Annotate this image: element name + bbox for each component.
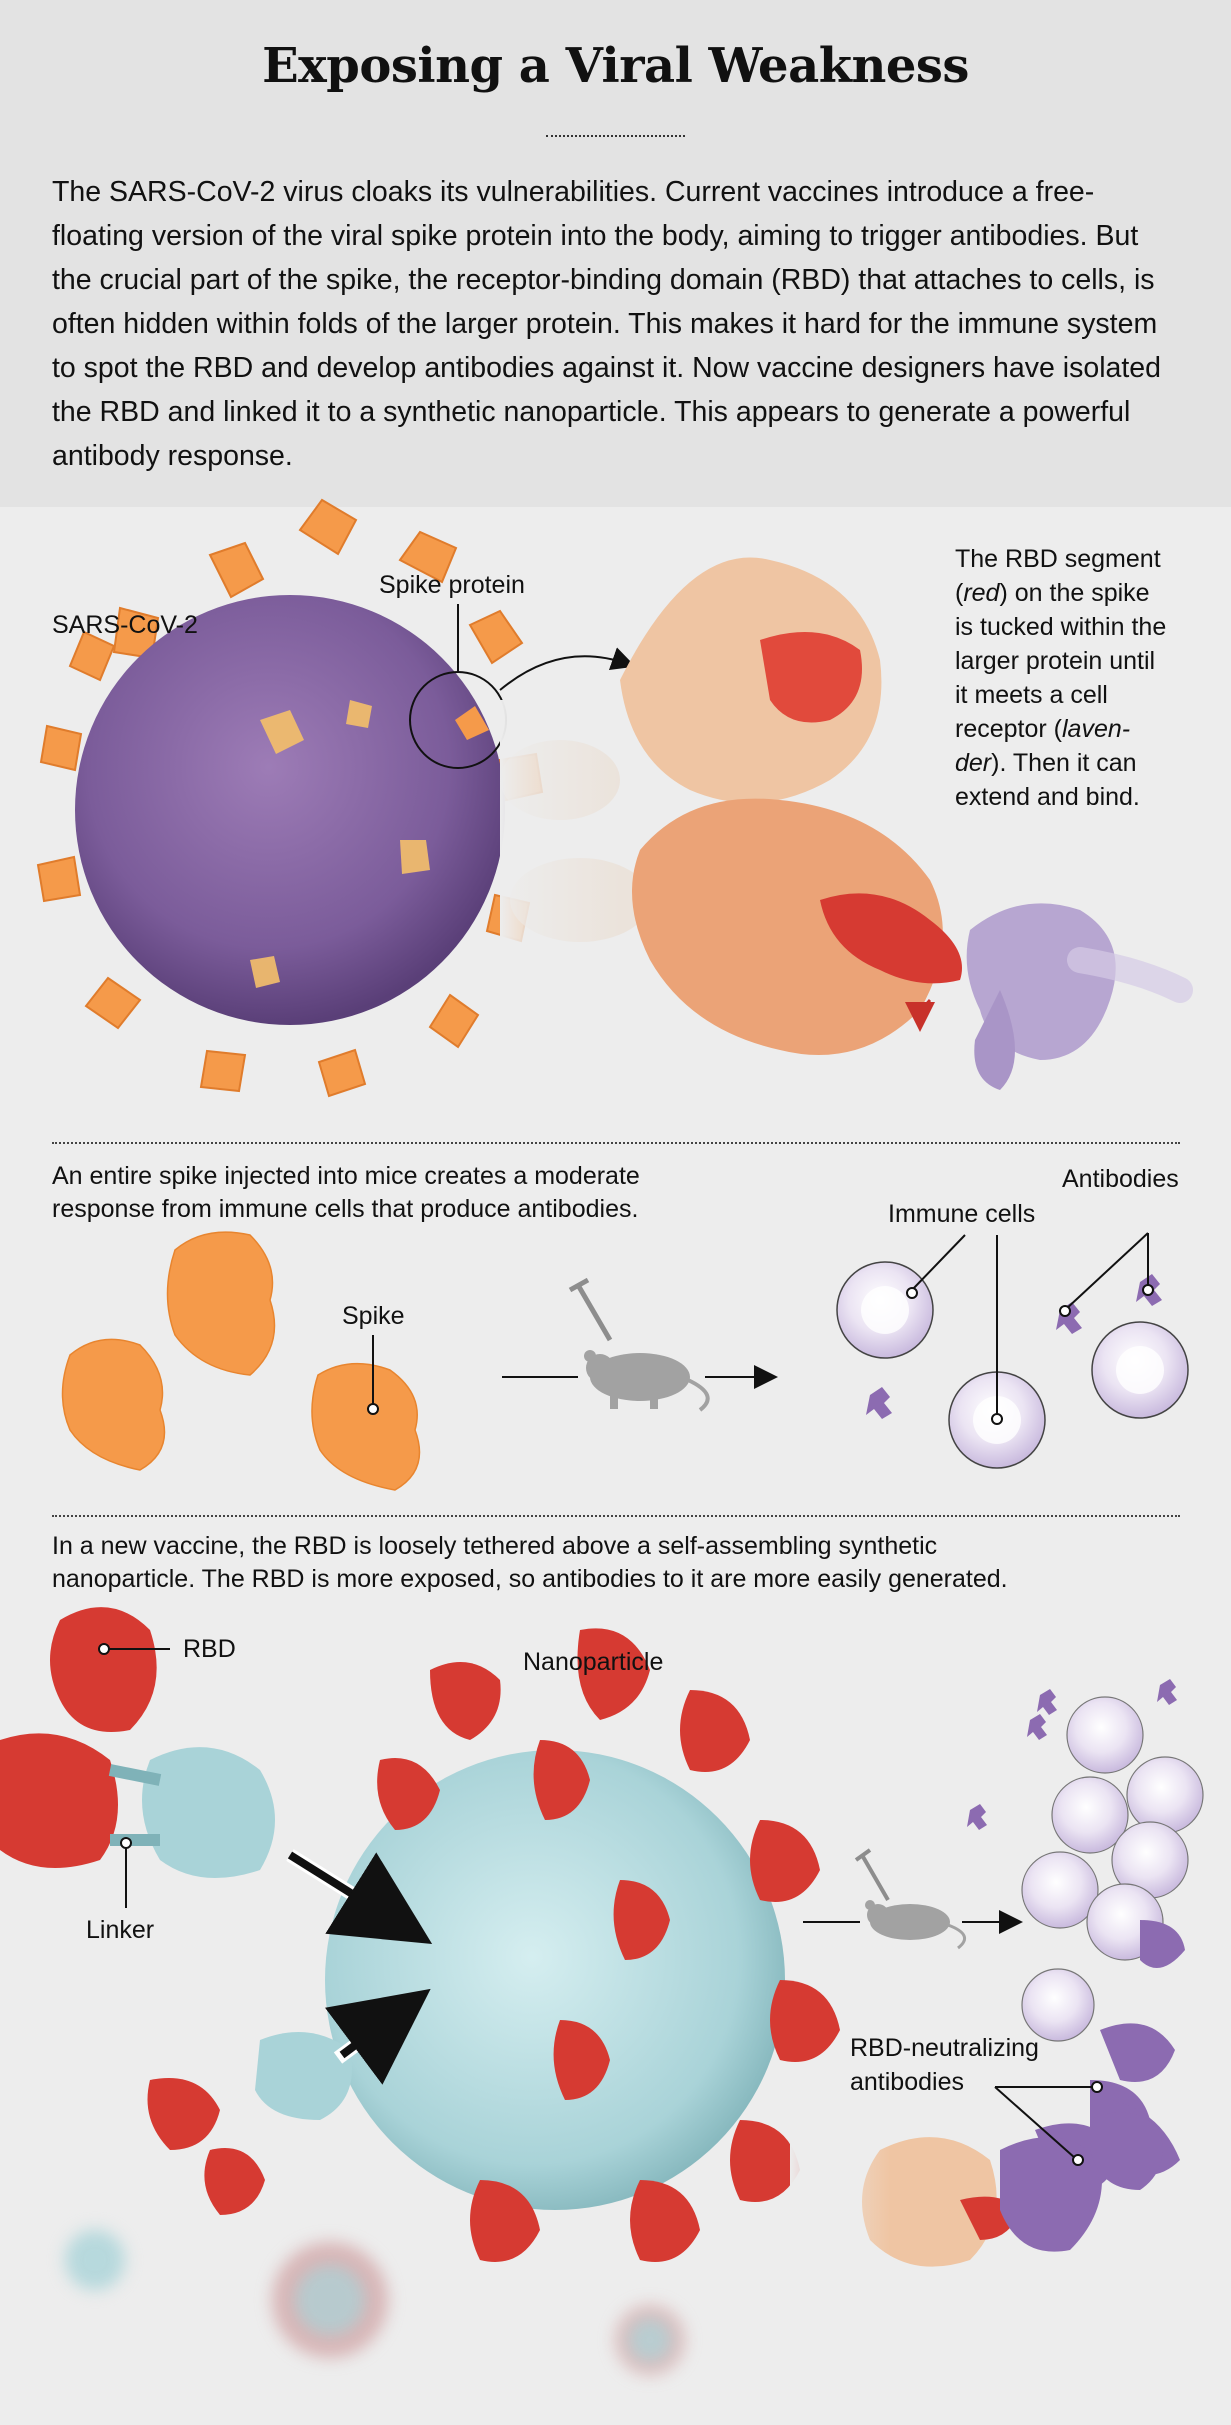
nanoparticle-label: Nanoparticle [523, 1648, 664, 1676]
title-divider [546, 135, 685, 137]
page-title: Exposing a Viral Weakness [262, 38, 969, 94]
immune-cell-cluster [1021, 1696, 1204, 2042]
spike-callout-spike [455, 706, 489, 740]
rbd-label-dot [98, 1643, 110, 1655]
section-divider-2 [52, 1515, 1180, 1517]
spike-label-dot [367, 1403, 379, 1415]
virus-illustration [36, 498, 544, 1098]
assembly-arrows [286, 1849, 433, 2085]
neutralizing-label-line1: RBD-neutralizing [850, 2034, 1039, 2062]
cell-receptor [966, 903, 1193, 1090]
linker-label-dot [120, 1837, 132, 1849]
neutralizing-label-line2: antibodies [850, 2068, 964, 2096]
antibodies-label: Antibodies [1062, 1165, 1179, 1193]
nanoparticle [147, 1628, 840, 2262]
rbd-linker-cluster [0, 1607, 275, 1878]
syringe2-icon [854, 1848, 890, 1902]
mouse-icon [584, 1350, 710, 1412]
immune-cells [836, 1261, 1189, 1469]
linker-label: Linker [86, 1916, 155, 1944]
spike-shapes [61, 1231, 421, 1491]
mouse2-icon [865, 1900, 967, 1950]
spike-protein-closeup [500, 557, 962, 1055]
antibody-leaders [1059, 1232, 1154, 1317]
intro-paragraph: The SARS-CoV-2 virus cloaks its vulnerab… [52, 176, 1162, 472]
spike-zoom-arrow [499, 647, 636, 691]
rbd-segment-note: The RBD segment (red) on the spike is tu… [955, 545, 1167, 811]
neutralizing-leaders [994, 2081, 1103, 2166]
immune-leaders [906, 1234, 1003, 1425]
header-panel: Exposing a Viral Weakness The SARS-CoV-2… [0, 0, 1231, 507]
bound-spike-antibody [790, 2112, 1163, 2300]
spike-label: Spike [342, 1302, 405, 1330]
immune-cells-label: Immune cells [888, 1200, 1036, 1228]
rbd-label: RBD [183, 1635, 236, 1663]
section-divider-1 [52, 1142, 1180, 1144]
spike-protein-label: Spike protein [379, 571, 525, 599]
blurred-particles [65, 2230, 685, 2375]
section3-text: In a new vaccine, the RBD is loosely tet… [52, 1532, 1008, 1593]
syringe-icon [568, 1277, 613, 1342]
section2-text: An entire spike injected into mice creat… [52, 1162, 640, 1223]
virus-label: SARS-CoV-2 [52, 611, 198, 639]
